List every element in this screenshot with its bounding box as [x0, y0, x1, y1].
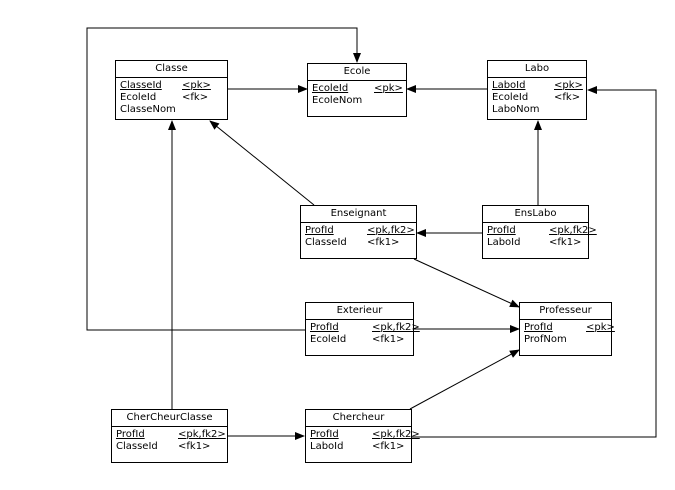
attribute-name: EcoleId — [492, 92, 529, 103]
attribute-name: ProfId — [305, 225, 334, 236]
attribute-row: EcoleId <fk> — [492, 92, 583, 104]
attribute-name: EcoleNom — [312, 95, 363, 106]
attribute-name: ProfNom — [524, 334, 567, 345]
entity-title: Enseignant — [301, 206, 416, 223]
entity-attributes: ProfId <pk,fk2> LaboId <fk1> — [483, 223, 597, 251]
attribute-name: EcoleId — [312, 83, 349, 94]
attribute-name: ProfId — [310, 429, 339, 440]
attribute-key: <pk,fk2> — [372, 322, 420, 333]
entity-title: Exterieur — [306, 303, 413, 320]
entity-attributes: ClasseId <pk> EcoleId <fk> ClasseNom — [116, 78, 227, 118]
link-exterieur-ecole — [86, 27, 361, 331]
attribute-row: ClasseId <fk1> — [116, 441, 224, 453]
attribute-name: ClasseNom — [120, 104, 176, 115]
attribute-key: <pk> — [374, 83, 403, 94]
entity-attributes: LaboId <pk> EcoleId <fk> LaboNom — [488, 78, 586, 118]
attribute-row: LaboId <fk1> — [487, 237, 585, 249]
attribute-row: ProfId <pk,fk2> — [310, 429, 420, 441]
attribute-name: ProfId — [116, 429, 145, 440]
attribute-name: EcoleId — [120, 92, 157, 103]
link-chercheur-professeur — [409, 349, 520, 410]
attribute-row: EcoleNom — [312, 95, 403, 107]
attribute-name: LaboId — [492, 80, 526, 91]
attribute-key: <pk> — [182, 80, 211, 91]
attribute-row: ProfId <pk,fk2> — [116, 429, 226, 441]
attribute-key: <pk,fk2> — [372, 429, 420, 440]
attribute-row: EcoleId <fk1> — [310, 334, 410, 346]
attribute-key: <fk1> — [367, 237, 400, 248]
entity-title: Chercheur — [306, 410, 411, 427]
attribute-row: ClasseNom — [120, 104, 224, 116]
entity-attributes: ProfId <pk,fk2> ClasseId <fk1> — [112, 427, 227, 455]
attribute-name: ProfId — [310, 322, 339, 333]
entity-title: Classe — [116, 61, 227, 78]
attribute-name: ClasseId — [305, 237, 347, 248]
attribute-row: LaboId <fk1> — [310, 441, 408, 453]
attribute-key: <fk1> — [178, 441, 211, 452]
attribute-row: ClasseId <pk> — [120, 80, 224, 92]
attribute-name: ClasseId — [120, 80, 162, 91]
attribute-row: EcoleId <fk> — [120, 92, 224, 104]
attribute-key: <fk1> — [372, 441, 405, 452]
attribute-row: ProfId <pk,fk2> — [487, 225, 597, 237]
link-enseignant-professeur — [413, 258, 520, 308]
attribute-row: ProfNom — [524, 334, 608, 346]
entity-title: CherCheurClasse — [112, 410, 227, 427]
attribute-key: <pk> — [554, 80, 583, 91]
entity-attributes: ProfId <pk,fk2> EcoleId <fk1> — [306, 320, 420, 348]
attribute-key: <fk1> — [372, 334, 405, 345]
attribute-key: <pk,fk2> — [367, 225, 415, 236]
entity-attributes: ProfId <pk,fk2> ClasseId <fk1> — [301, 223, 416, 251]
link-enseignant-classe — [209, 120, 315, 206]
attribute-row: EcoleId <pk> — [312, 83, 403, 95]
attribute-row: ProfId <pk> — [524, 322, 615, 334]
attribute-row: ProfId <pk,fk2> — [305, 225, 415, 237]
entity-title: Labo — [488, 61, 586, 78]
attribute-name: LaboNom — [492, 104, 540, 115]
entity-attributes: ProfId <pk> ProfNom — [520, 320, 615, 348]
entity-title: Professeur — [520, 303, 611, 320]
attribute-key: <fk1> — [549, 237, 582, 248]
attribute-name: ProfId — [524, 322, 553, 333]
attribute-row: ProfId <pk,fk2> — [310, 322, 420, 334]
attribute-key: <fk> — [182, 92, 209, 103]
attribute-row: LaboId <pk> — [492, 80, 583, 92]
attribute-name: LaboId — [487, 237, 521, 248]
link-chercheur-labo — [412, 86, 657, 438]
attribute-name: ProfId — [487, 225, 516, 236]
attribute-row: ClasseId <fk1> — [305, 237, 413, 249]
entity-attributes: ProfId <pk,fk2> LaboId <fk1> — [306, 427, 420, 455]
attribute-key: <fk> — [554, 92, 581, 103]
entity-attributes: EcoleId <pk> EcoleNom — [308, 81, 406, 109]
entity-title: EnsLabo — [483, 206, 588, 223]
attribute-name: EcoleId — [310, 334, 347, 345]
attribute-row: LaboNom — [492, 104, 583, 116]
attribute-name: LaboId — [310, 441, 344, 452]
attribute-key: <pk> — [586, 322, 615, 333]
attribute-key: <pk,fk2> — [178, 429, 226, 440]
attribute-name: ClasseId — [116, 441, 158, 452]
attribute-key: <pk,fk2> — [549, 225, 597, 236]
entity-title: Ecole — [308, 64, 406, 81]
